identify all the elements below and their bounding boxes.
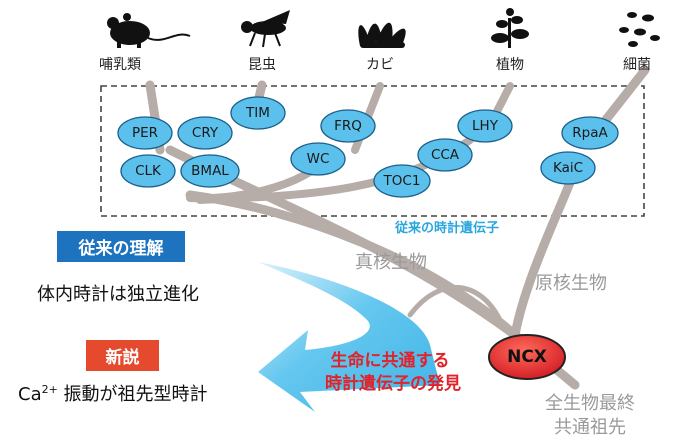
new-view-text-pre: Ca bbox=[18, 384, 42, 405]
new-view-text-post: 振動が祖先型時計 bbox=[57, 384, 208, 405]
discovery-arrow bbox=[258, 262, 440, 412]
old-view-text: 体内時計は独立進化 bbox=[37, 284, 199, 305]
gene-label-kaic: KaiC bbox=[553, 160, 583, 176]
plant-icon bbox=[491, 8, 529, 48]
gene-label-cca: CCA bbox=[431, 147, 460, 163]
gene-label-frq: FRQ bbox=[334, 118, 362, 134]
ncx-node bbox=[488, 334, 566, 380]
organism-label-fungi: カビ bbox=[366, 57, 394, 73]
organism-label-plants: 植物 bbox=[496, 57, 524, 73]
gene-label-lhy: LHY bbox=[472, 118, 499, 134]
gene-label-clk: CLK bbox=[135, 163, 162, 179]
prokaryote-label: 原核生物 bbox=[535, 273, 607, 294]
gene-label-toc1: TOC1 bbox=[383, 173, 421, 189]
old-view-title-box: 従来の理解 bbox=[57, 231, 185, 262]
gene-rpaa bbox=[561, 116, 619, 150]
gene-tim bbox=[230, 96, 286, 130]
bacteria-icon bbox=[619, 12, 660, 47]
organism-label-bacteria: 細菌 bbox=[623, 57, 651, 73]
ncx-label: NCX bbox=[507, 347, 547, 367]
new-view-text: Ca2+ 振動が祖先型時計 bbox=[18, 380, 208, 406]
gene-wc bbox=[290, 142, 346, 176]
new-view-title-box: 新説 bbox=[86, 340, 159, 371]
organism-label-insects: 昆虫 bbox=[248, 57, 276, 73]
new-view-text-sup: 2+ bbox=[41, 383, 58, 396]
conventional-genes-box bbox=[100, 85, 645, 217]
gene-clk bbox=[120, 154, 176, 188]
gene-label-rpaa: RpaA bbox=[572, 125, 608, 141]
gene-cry bbox=[177, 116, 233, 150]
mouse-icon bbox=[107, 13, 191, 48]
gene-label-tim: TIM bbox=[245, 105, 270, 121]
conventional-genes-caption: 従来の時計遺伝子 bbox=[394, 220, 499, 236]
finding-line1: 生命に共通する bbox=[331, 350, 450, 371]
gene-lhy bbox=[457, 109, 513, 143]
luca-label-line1: 全生物最終 bbox=[545, 393, 635, 414]
gene-bmal bbox=[180, 154, 240, 188]
gene-frq bbox=[320, 109, 376, 143]
luca-label-line2: 共通祖先 bbox=[554, 417, 626, 438]
gene-label-per: PER bbox=[132, 125, 158, 141]
mold-icon bbox=[358, 22, 406, 48]
fly-icon bbox=[241, 10, 290, 48]
gene-label-cry: CRY bbox=[192, 125, 219, 141]
gene-ellipses bbox=[117, 96, 619, 198]
gene-labels: PER CRY TIM CLK BMAL FRQ WC LHY CCA TOC1… bbox=[132, 105, 609, 189]
gene-per bbox=[117, 116, 173, 150]
organism-label-mammals: 哺乳類 bbox=[99, 57, 141, 73]
gene-cca bbox=[417, 138, 473, 172]
eukaryote-label: 真核生物 bbox=[355, 252, 427, 273]
gene-label-wc: WC bbox=[307, 151, 330, 167]
gene-label-bmal: BMAL bbox=[191, 163, 229, 179]
gene-kaic bbox=[540, 151, 596, 185]
finding-line2: 時計遺伝子の発見 bbox=[325, 373, 461, 394]
gene-toc1 bbox=[373, 164, 431, 198]
